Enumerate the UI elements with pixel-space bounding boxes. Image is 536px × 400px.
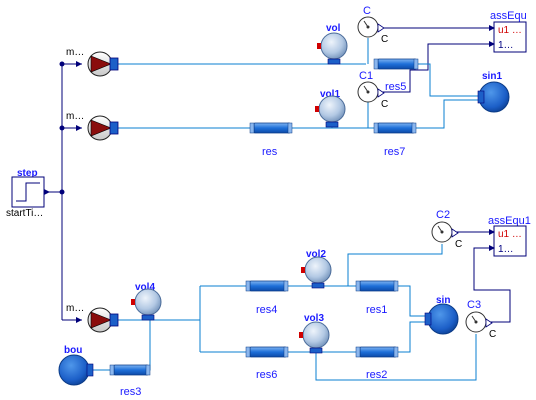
sin-label: sin bbox=[436, 295, 450, 306]
res7-label: res7 bbox=[384, 146, 405, 158]
C3-port: C bbox=[489, 329, 496, 340]
sensor-C3[interactable]: C3 C bbox=[465, 299, 496, 340]
pipe-res1[interactable]: res1 bbox=[355, 280, 399, 316]
pipe-res[interactable]: res bbox=[249, 122, 293, 158]
C-port: C bbox=[381, 34, 388, 45]
boundary-bou[interactable]: bou bbox=[58, 345, 94, 386]
assert-assEqu[interactable]: assEqu u1 … 1… bbox=[489, 10, 527, 53]
pump-1-label: m… bbox=[66, 47, 84, 58]
res6-label: res6 bbox=[256, 369, 277, 381]
step-block[interactable]: step startTi… bbox=[6, 168, 50, 219]
assEqu-in2: 1… bbox=[498, 40, 514, 51]
pipe-res7[interactable]: res7 bbox=[373, 122, 417, 158]
assEqu1-label: assEqu1 bbox=[488, 215, 531, 227]
res5-label: res5 bbox=[385, 81, 406, 93]
vol1-label: vol1 bbox=[320, 89, 340, 100]
C3-label: C3 bbox=[467, 299, 481, 311]
volume-vol1[interactable]: vol1 bbox=[315, 89, 346, 128]
signal-wires bbox=[45, 27, 511, 323]
pump-2[interactable]: m… bbox=[66, 111, 119, 141]
pump-2-label: m… bbox=[66, 111, 84, 122]
vol3-label: vol3 bbox=[304, 313, 324, 324]
step-label: step bbox=[17, 168, 38, 179]
pump-3-label: m… bbox=[66, 303, 84, 314]
bou-label: bou bbox=[64, 345, 82, 356]
pump-1[interactable]: m… bbox=[66, 47, 119, 77]
C1-label: C1 bbox=[359, 70, 373, 82]
C2-port: C bbox=[455, 239, 462, 250]
pipe-res3[interactable]: res3 bbox=[109, 364, 151, 398]
boundary-sin[interactable]: sin bbox=[424, 295, 459, 335]
pipe-res4[interactable]: res4 bbox=[245, 280, 289, 316]
C-label: C bbox=[363, 5, 371, 17]
C1-port: C bbox=[381, 99, 388, 110]
signal-junctions bbox=[59, 61, 65, 195]
res3-label: res3 bbox=[120, 386, 141, 398]
assEqu1-in2: 1… bbox=[498, 244, 514, 255]
vol2-label: vol2 bbox=[306, 249, 326, 260]
pump-3[interactable]: m… bbox=[66, 303, 119, 333]
assEqu1-in1: u1 … bbox=[498, 229, 522, 240]
assEqu-label: assEqu bbox=[490, 10, 527, 22]
assert-assEqu1[interactable]: assEqu1 u1 … 1… bbox=[488, 215, 531, 257]
sensor-C[interactable]: C C bbox=[357, 5, 388, 45]
res1-label: res1 bbox=[366, 304, 387, 316]
res2-label: res2 bbox=[366, 369, 387, 381]
res4-label: res4 bbox=[256, 304, 277, 316]
fluid-wires bbox=[92, 38, 480, 381]
volume-vol4[interactable]: vol4 bbox=[131, 282, 162, 321]
volume-vol[interactable]: vol bbox=[317, 23, 348, 65]
sin1-label: sin1 bbox=[482, 71, 502, 82]
step-param: startTi… bbox=[6, 208, 43, 219]
pipe-res5[interactable]: res5 bbox=[373, 58, 419, 93]
vol4-label: vol4 bbox=[135, 282, 155, 293]
vol-label: vol bbox=[326, 23, 341, 34]
pipe-res2[interactable]: res2 bbox=[355, 346, 399, 381]
boundary-sin1[interactable]: sin1 bbox=[477, 71, 510, 113]
sensor-C2[interactable]: C2 C bbox=[431, 209, 462, 250]
sensor-C1[interactable]: C1 C bbox=[357, 70, 388, 110]
volume-vol2[interactable]: vol2 bbox=[301, 249, 332, 289]
assEqu-in1: u1 … bbox=[498, 25, 522, 36]
res-label: res bbox=[262, 146, 278, 158]
C2-label: C2 bbox=[436, 209, 450, 221]
pipe-res6[interactable]: res6 bbox=[245, 346, 289, 381]
volume-vol3[interactable]: vol3 bbox=[299, 313, 330, 354]
